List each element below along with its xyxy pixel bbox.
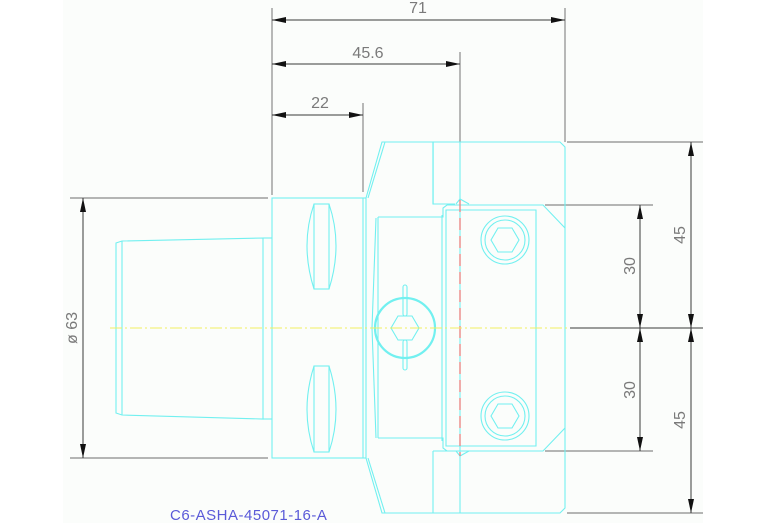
drive-slot-upper xyxy=(306,203,337,290)
dimension-text-diameter: ø 63 xyxy=(64,312,81,344)
drive-slot-lower xyxy=(306,365,337,453)
dimension-overall-length: 71 xyxy=(271,0,566,195)
dimension-diameter: ø 63 xyxy=(64,197,268,459)
clamp-screw-lower xyxy=(480,391,530,441)
dimension-text-71: 71 xyxy=(409,0,427,17)
pocket-top xyxy=(378,204,566,229)
clamp-screw-upper xyxy=(480,215,530,265)
clamp-block xyxy=(445,209,537,447)
dimension-text-45-6: 45.6 xyxy=(352,45,383,62)
dimension-text-30-lower: 30 xyxy=(622,381,639,399)
part-number-label: C6-ASHA-45071-16-A xyxy=(170,507,327,523)
dimension-blade-offset: 45.6 xyxy=(272,45,461,142)
pocket-bottom xyxy=(378,427,566,452)
dimension-text-30-upper: 30 xyxy=(622,257,639,275)
drawing-area-background xyxy=(63,0,703,523)
dimension-shank-length: 22 xyxy=(272,95,364,192)
dimension-text-22: 22 xyxy=(311,95,329,112)
dimension-text-45-lower: 45 xyxy=(672,411,689,429)
dimension-text-45-upper: 45 xyxy=(672,226,689,244)
dimension-half-heights: 45 45 xyxy=(567,141,703,514)
dimension-screw-offsets: 30 30 xyxy=(545,204,703,452)
